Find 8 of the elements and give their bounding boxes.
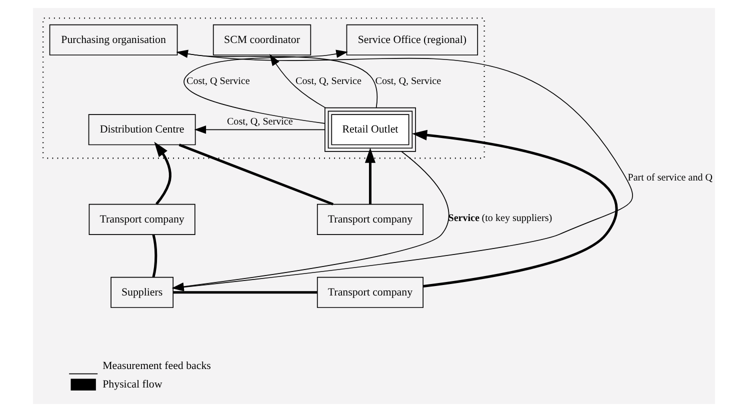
legend-label: Measurement feed backs bbox=[102, 360, 210, 372]
edge-label: Cost, Q, Service bbox=[295, 76, 361, 88]
edge-label: Cost, Q, Service bbox=[374, 76, 441, 88]
edge-label: Part of service and Q bbox=[627, 172, 712, 184]
edge-label: Cost, Q Service bbox=[186, 76, 250, 88]
legend-label: Physical flow bbox=[102, 378, 162, 391]
edge-label: Cost, Q, Service bbox=[226, 116, 292, 128]
edge-label: Service (to key suppliers) bbox=[448, 213, 552, 224]
